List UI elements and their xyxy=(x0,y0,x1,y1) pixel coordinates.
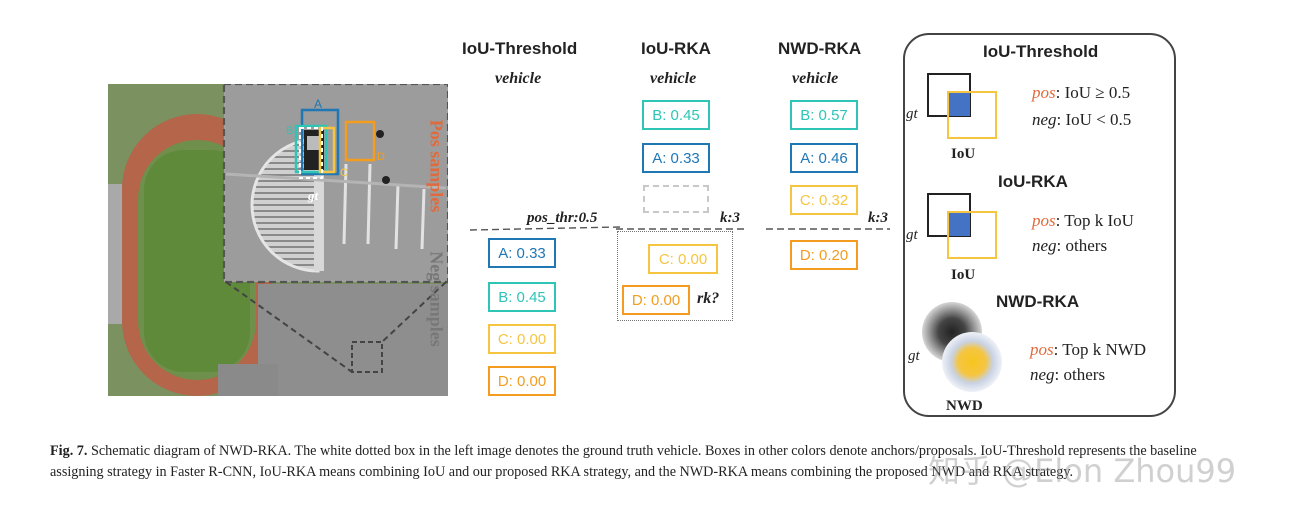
neg-samples-label: Neg samples xyxy=(426,251,447,347)
pos-samples-label: Pos samples xyxy=(426,119,447,213)
legend-panel xyxy=(903,33,1176,417)
c2-empty-slot xyxy=(643,185,709,213)
ground-truth-box xyxy=(299,127,323,179)
caption-text: Schematic diagram of NWD-RKA. The white … xyxy=(50,443,1197,480)
col-nwd-rka-threshold: k:3 xyxy=(868,210,888,226)
legend-nwd-diagram xyxy=(922,302,1002,392)
c2-neg-d: D: 0.00 xyxy=(622,285,690,315)
col-iou-rka-title: IoU-RKA xyxy=(641,39,711,58)
aerial-image: A B C D gt xyxy=(108,84,448,396)
c2-neg-group xyxy=(617,231,733,321)
legend-neg-rule-3: neg: others xyxy=(1030,365,1106,384)
legend-diagram-label-2: IoU xyxy=(951,267,976,283)
c1-neg-b: B: 0.45 xyxy=(488,282,556,312)
col-iou-threshold-threshold: pos_thr:0.5 xyxy=(527,210,598,226)
col-iou-threshold-title: IoU-Threshold xyxy=(462,39,578,58)
legend-gt-3: gt xyxy=(908,348,920,364)
legend-neg-rule-1: neg: IoU < 0.5 xyxy=(1032,110,1132,129)
c2-neg-c: C: 0.00 xyxy=(648,244,718,274)
c3-pos-b: B: 0.57 xyxy=(790,100,858,130)
threshold-line-1 xyxy=(470,226,620,231)
legend-diagram-label-3: NWD xyxy=(946,398,983,414)
label-d: D xyxy=(377,151,385,163)
c2-pos-b: B: 0.45 xyxy=(642,100,710,130)
col-nwd-rka-subtitle: vehicle xyxy=(792,70,839,87)
legend-gt-2: gt xyxy=(906,227,918,243)
threshold-line-3 xyxy=(766,228,890,230)
anchor-a-box xyxy=(300,108,340,176)
c3-neg-d: D: 0.20 xyxy=(790,240,858,270)
legend-iou-rka-title: IoU-RKA xyxy=(998,172,1068,191)
legend-nwd-rka-title: NWD-RKA xyxy=(996,292,1080,311)
legend-pos-rule-1: pos: IoU ≥ 0.5 xyxy=(1032,83,1131,102)
legend-pos-rule-2: pos: Top k IoU xyxy=(1032,211,1134,230)
anchor-c-box xyxy=(318,126,336,174)
c2-pos-a: A: 0.33 xyxy=(642,143,710,173)
anchor-b-box xyxy=(294,124,328,174)
c1-neg-a: A: 0.33 xyxy=(488,238,556,268)
figure-caption: Fig. 7. Schematic diagram of NWD-RKA. Th… xyxy=(50,441,1250,483)
c3-pos-c: C: 0.32 xyxy=(790,185,858,215)
watermark: 知乎 @Elon Zhou99 xyxy=(928,452,1237,490)
caption-label: Fig. 7. xyxy=(50,443,88,459)
legend-diagram-label-1: IoU xyxy=(951,146,976,162)
legend-iou-diagram-2 xyxy=(927,193,997,259)
label-b: B xyxy=(286,125,293,137)
legend-iou-diagram-1 xyxy=(927,73,997,139)
label-gt: gt xyxy=(307,188,319,203)
legend-pos-rule-3: pos: Top k NWD xyxy=(1030,340,1147,359)
col-iou-threshold-subtitle: vehicle xyxy=(495,70,542,87)
label-c: C xyxy=(340,167,348,179)
col-iou-rka-subtitle: vehicle xyxy=(650,70,697,87)
legend-neg-rule-2: neg: others xyxy=(1032,236,1108,255)
c3-pos-a: A: 0.46 xyxy=(790,143,858,173)
col-iou-rka-threshold: k:3 xyxy=(720,210,740,226)
anchor-d-box xyxy=(344,120,376,162)
label-a: A xyxy=(314,97,322,111)
c1-neg-c: C: 0.00 xyxy=(488,324,556,354)
legend-gt-1: gt xyxy=(906,106,918,122)
legend-iou-threshold-title: IoU-Threshold xyxy=(983,42,1099,61)
c2-rank-label: rk? xyxy=(697,290,720,307)
c1-neg-d: D: 0.00 xyxy=(488,366,556,396)
col-nwd-rka-title: NWD-RKA xyxy=(778,39,862,58)
